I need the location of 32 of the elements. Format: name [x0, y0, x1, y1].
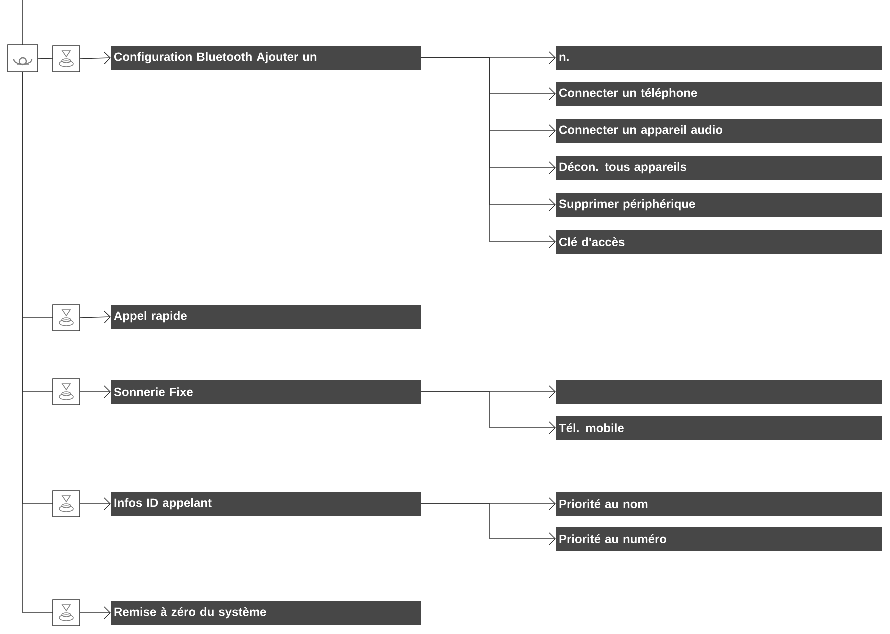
menu-item-bar: Remise à zéro du système [111, 601, 421, 625]
button-icon [52, 304, 80, 332]
menu-item-bar: Clé d'accès [556, 230, 882, 254]
menu-item-bar: Décon. tous appareils [556, 156, 882, 180]
arrow [420, 504, 556, 546]
connector-line [22, 0, 24, 46]
menu-item-bar: Sonnerie Fixe [111, 380, 421, 404]
arrow [80, 498, 111, 510]
menu-item-bar [556, 380, 882, 404]
phone-icon [8, 44, 38, 72]
menu-item-bar: Infos ID appelant [111, 492, 421, 516]
button-icon [52, 378, 80, 406]
menu-item-bar: n. [556, 46, 882, 70]
menu-item-bar: Supprimer périphérique [556, 193, 882, 217]
menu-item-bar: Tél. mobile [556, 416, 882, 440]
connector-line [38, 58, 54, 60]
button-icon [52, 490, 80, 518]
menu-item-bar: Connecter un appareil audio [556, 119, 882, 143]
arrow [420, 58, 556, 248]
arrow [420, 392, 556, 434]
button-icon [52, 600, 80, 626]
menu-item-bar: Connecter un téléphone [556, 82, 882, 106]
arrow [80, 310, 111, 324]
button-icon [52, 46, 80, 72]
menu-item-bar: Priorité au numéro [556, 527, 882, 551]
arrow [80, 52, 111, 65]
arrow [80, 386, 111, 398]
menu-item-bar: Appel rapide [111, 305, 421, 329]
menu-item-bar: Configuration Bluetooth Ajouter un [111, 46, 421, 70]
menu-item-bar: Priorité au nom [556, 492, 882, 516]
arrow [80, 606, 111, 620]
connector-line [22, 72, 54, 614]
